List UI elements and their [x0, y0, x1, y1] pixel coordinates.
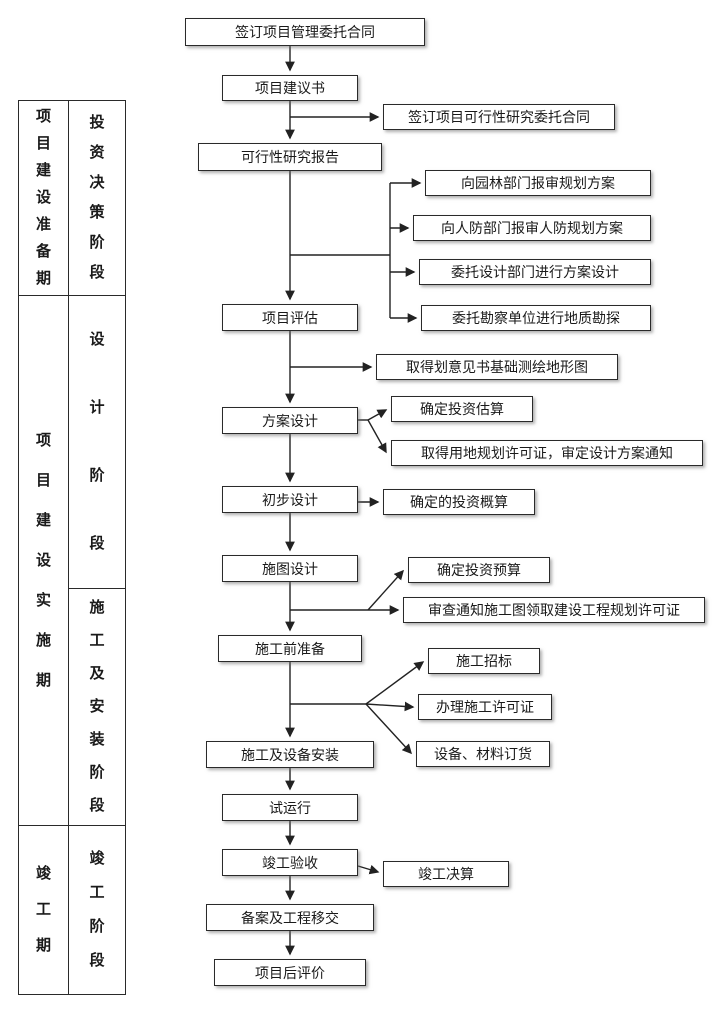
- flow-node-project-proposal: 项目建议书: [222, 75, 358, 101]
- flow-node-trial-run: 试运行: [222, 794, 358, 821]
- flow-node-post-project-evaluation: 项目后评价: [214, 959, 366, 986]
- flow-node-determine-investment-budget: 确定投资预算: [408, 557, 550, 583]
- flow-node-completion-final-account: 竣工决算: [383, 861, 509, 887]
- flow-node-entrust-survey-geological: 委托勘察单位进行地质勘探: [421, 305, 651, 331]
- flow-node-construction-permit-handling: 办理施工许可证: [418, 694, 552, 720]
- flow-node-project-evaluation: 项目评估: [222, 304, 358, 331]
- period-cell-implementation: 项目建设实施期: [18, 295, 69, 826]
- stage-cell-construction-installation: 施工及安装阶段: [68, 588, 126, 826]
- stage-cell-completion: 竣工阶段: [68, 825, 126, 995]
- flow-node-filing-and-handover: 备案及工程移交: [206, 904, 374, 931]
- stage-cell-investment-decision: 投资决策阶段: [68, 100, 126, 296]
- flow-node-sign-feasibility-contract: 签订项目可行性研究委托合同: [383, 104, 615, 130]
- period-cell-completion: 竣工期: [18, 825, 69, 995]
- flow-node-determine-investment-estimate: 确定投资估算: [391, 396, 533, 422]
- period-label: 项目建设准备期: [35, 108, 51, 287]
- flow-node-scheme-design: 方案设计: [222, 407, 358, 434]
- stage-label: 投资决策阶段: [89, 115, 105, 281]
- period-label: 竣工期: [35, 866, 51, 954]
- stage-label: 竣工阶段: [89, 851, 105, 969]
- flow-node-construction-bidding: 施工招标: [428, 648, 540, 674]
- flow-node-determined-investment-budget-estimate: 确定的投资概算: [383, 489, 535, 515]
- period-label: 项目建设实施期: [35, 432, 51, 689]
- flow-node-construction-equipment-installation: 施工及设备安装: [206, 741, 374, 768]
- stage-label: 设计阶段: [89, 332, 105, 552]
- flow-node-sign-management-contract: 签订项目管理委托合同: [185, 18, 425, 46]
- flow-node-preliminary-design: 初步设计: [222, 486, 358, 513]
- period-cell-preparation: 项目建设准备期: [18, 100, 69, 296]
- flow-node-construction-drawing-design: 施图设计: [222, 555, 358, 582]
- stage-label: 施工及安装阶段: [89, 599, 105, 814]
- flow-node-report-planning-garden-dept: 向园林部门报审规划方案: [425, 170, 651, 196]
- flow-node-completion-acceptance: 竣工验收: [222, 849, 358, 876]
- flow-node-feasibility-study-report: 可行性研究报告: [198, 143, 382, 171]
- flow-node-equipment-material-ordering: 设备、材料订货: [416, 741, 550, 767]
- flow-node-report-civil-defense-plan: 向人防部门报审人防规划方案: [413, 215, 651, 241]
- flow-node-review-notice-planning-permit: 审查通知施工图领取建设工程规划许可证: [403, 597, 705, 623]
- stage-cell-design: 设计阶段: [68, 295, 126, 589]
- flow-node-obtain-land-planning-permit: 取得用地规划许可证，审定设计方案通知: [391, 440, 703, 466]
- flow-node-pre-construction-preparation: 施工前准备: [218, 635, 362, 662]
- flow-node-obtain-planning-opinion-topo-map: 取得划意见书基础测绘地形图: [376, 354, 618, 380]
- flow-node-entrust-design-dept-scheme: 委托设计部门进行方案设计: [419, 259, 651, 285]
